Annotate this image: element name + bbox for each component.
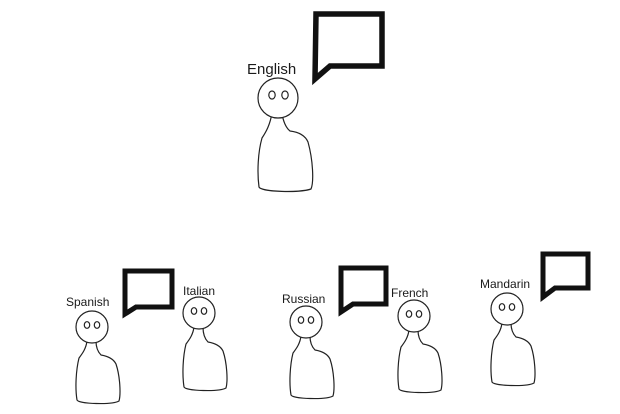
speaker-russian: Russian — [282, 265, 389, 400]
label-mandarin: Mandarin — [480, 277, 530, 291]
person-icon — [182, 296, 228, 392]
speaker-english: English — [247, 11, 385, 193]
person-icon — [397, 299, 443, 394]
label-spanish: Spanish — [66, 295, 109, 309]
person-icon — [490, 292, 536, 387]
label-italian: Italian — [183, 284, 215, 298]
label-french: French — [391, 286, 428, 300]
person-icon — [75, 310, 121, 405]
speech-bubble-icon — [312, 11, 385, 86]
speaker-italian: Italian — [182, 284, 228, 392]
speaker-mandarin: Mandarin — [480, 251, 591, 387]
speaker-french: French — [391, 286, 443, 394]
person-icon — [289, 305, 335, 400]
label-russian: Russian — [282, 292, 325, 306]
speech-bubble-icon — [122, 268, 175, 319]
label-english: English — [247, 61, 296, 78]
speech-bubble-icon — [338, 265, 389, 317]
person-icon — [257, 77, 314, 193]
speaker-spanish: Spanish — [66, 268, 175, 405]
speech-bubble-icon — [540, 251, 591, 302]
